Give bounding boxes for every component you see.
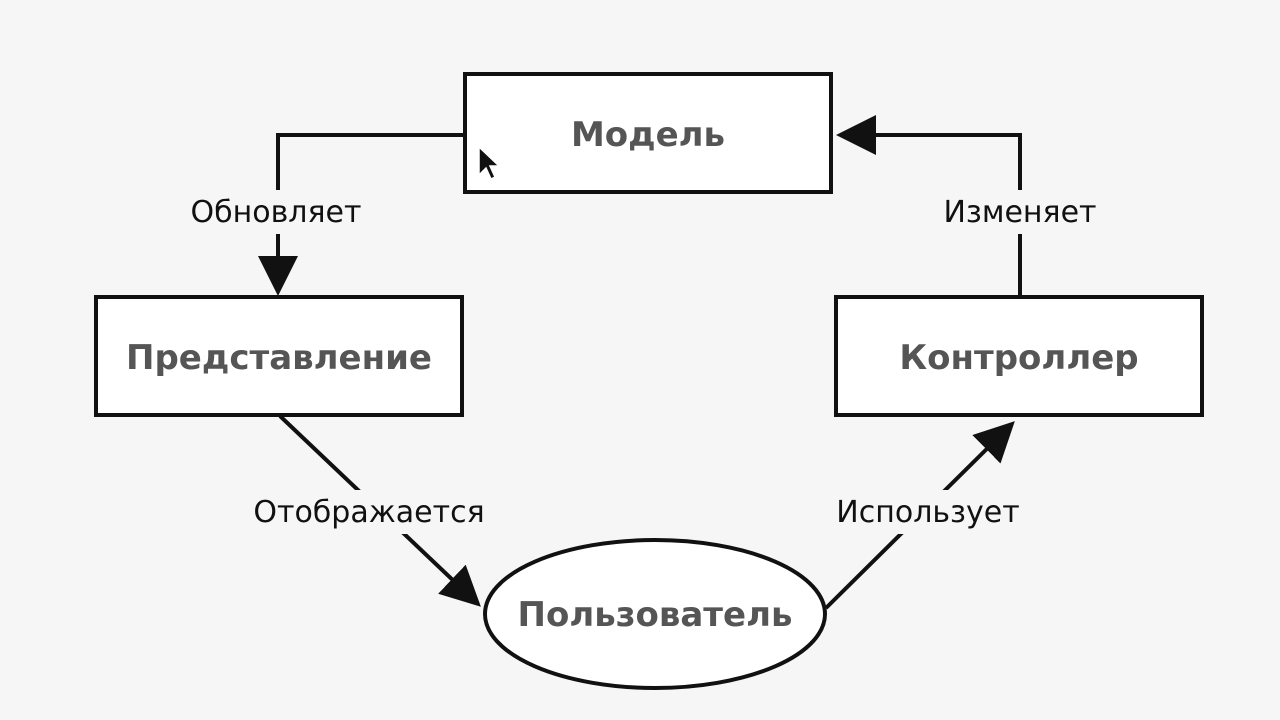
node-controller-label: Контроллер [899, 338, 1138, 378]
edge-controller-to-model [836, 115, 1022, 296]
edge-label-bg-displayed [244, 490, 494, 534]
node-user-ellipse [483, 538, 827, 690]
edge-label-displayed: Отображается [253, 495, 484, 530]
edge-label-updates: Обновляет [191, 195, 362, 230]
edge-label-bg-uses [826, 490, 1030, 534]
node-view-label: Представление [126, 338, 432, 378]
node-controller-box [834, 295, 1204, 417]
mouse-cursor-icon [478, 145, 501, 181]
edge-label-bg-updates [178, 190, 374, 234]
node-model-label: Модель [571, 115, 725, 155]
node-view-box [94, 295, 464, 417]
edge-model-to-view [258, 133, 465, 296]
edge-label-bg-changes [928, 190, 1112, 234]
edge-label-changes: Изменяет [943, 195, 1096, 230]
edge-label-uses: Использует [836, 495, 1019, 530]
node-model-box [463, 72, 833, 194]
node-user-label: Пользователь [518, 595, 793, 635]
